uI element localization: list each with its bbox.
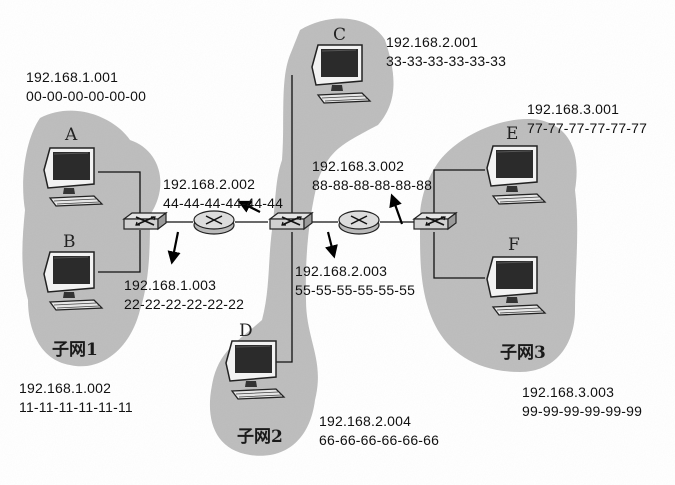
mac-address: 77-77-77-77-77-77 — [527, 120, 648, 136]
arrow-icon — [237, 200, 261, 213]
host-a-address: 192.168.1.001 00-00-00-00-00-00 — [26, 68, 146, 106]
ip-address: 192.168.2.002 — [163, 176, 256, 192]
mac-address: 11-11-11-11-11-11 — [19, 399, 133, 415]
mac-address: 99-99-99-99-99-99 — [522, 403, 643, 419]
host-a: A — [43, 125, 103, 207]
mac-address: 66-66-66-66-66-66 — [319, 432, 440, 448]
host-f: F — [486, 235, 546, 316]
host-c: C — [311, 25, 371, 104]
mac-address: 55-55-55-55-55-55 — [295, 282, 416, 298]
ip-address: 192.168.1.002 — [19, 380, 112, 396]
subnet-2-label: 子网2 — [237, 427, 283, 447]
host-c-address: 192.168.2.001 33-33-33-33-33-33 — [386, 33, 506, 71]
router-1 — [193, 210, 235, 235]
router-1-subnet-1-address: 192.168.1.003 22-22-22-22-22-22 — [124, 276, 244, 314]
host-e: E — [486, 124, 546, 205]
subnet-3-label: 子网3 — [500, 343, 546, 363]
ip-address: 192.168.3.001 — [527, 101, 620, 117]
host-a-letter: A — [64, 125, 78, 145]
mac-address: 33-33-33-33-33-33 — [386, 53, 507, 69]
ip-address: 192.168.2.001 — [386, 34, 479, 50]
host-b: B — [43, 232, 103, 311]
host-b-letter: B — [63, 232, 76, 252]
subnet-1-switch — [123, 212, 167, 230]
host-e-address: 192.168.3.001 77-77-77-77-77-77 — [527, 100, 647, 138]
subnet-2-switch — [269, 212, 313, 230]
router-2 — [338, 210, 380, 235]
ip-address: 192.168.3.003 — [522, 384, 615, 400]
host-f-address: 192.168.3.003 99-99-99-99-99-99 — [522, 383, 642, 421]
router-2-subnet-3-address: 192.168.3.002 88-88-88-88-88-88 — [312, 157, 432, 195]
host-d-letter: D — [239, 321, 253, 341]
mac-address: 00-00-00-00-00-00 — [26, 88, 147, 104]
host-d-address: 192.168.2.004 66-66-66-66-66-66 — [319, 412, 439, 450]
arrow-icon — [325, 231, 338, 259]
ip-address: 192.168.2.003 — [295, 263, 388, 279]
mac-address: 88-88-88-88-88-88 — [312, 177, 433, 193]
router-1-subnet-2-address: 192.168.2.002 44-44-44-44-44-44 — [163, 175, 283, 213]
host-e-letter: E — [506, 124, 518, 144]
subnet-3-switch — [413, 212, 457, 230]
mac-address: 22-22-22-22-22-22 — [124, 296, 245, 312]
host-f-letter: F — [508, 235, 520, 255]
ip-address: 192.168.3.002 — [312, 158, 405, 174]
mac-address: 44-44-44-44-44-44 — [163, 195, 284, 211]
pointer-arrows — [167, 193, 404, 265]
host-b-address: 192.168.1.002 11-11-11-11-11-11 — [19, 379, 133, 417]
network-links — [98, 75, 485, 363]
ip-address: 192.168.1.003 — [124, 277, 217, 293]
host-c-letter: C — [333, 25, 346, 45]
ip-address: 192.168.2.004 — [319, 413, 412, 429]
router-2-subnet-2-address: 192.168.2.003 55-55-55-55-55-55 — [295, 262, 415, 300]
subnet-1-label: 子网1 — [52, 340, 98, 360]
arrow-icon — [167, 231, 181, 265]
ip-address: 192.168.1.001 — [26, 69, 119, 85]
arrow-icon — [389, 193, 404, 225]
host-d: D — [225, 321, 285, 400]
